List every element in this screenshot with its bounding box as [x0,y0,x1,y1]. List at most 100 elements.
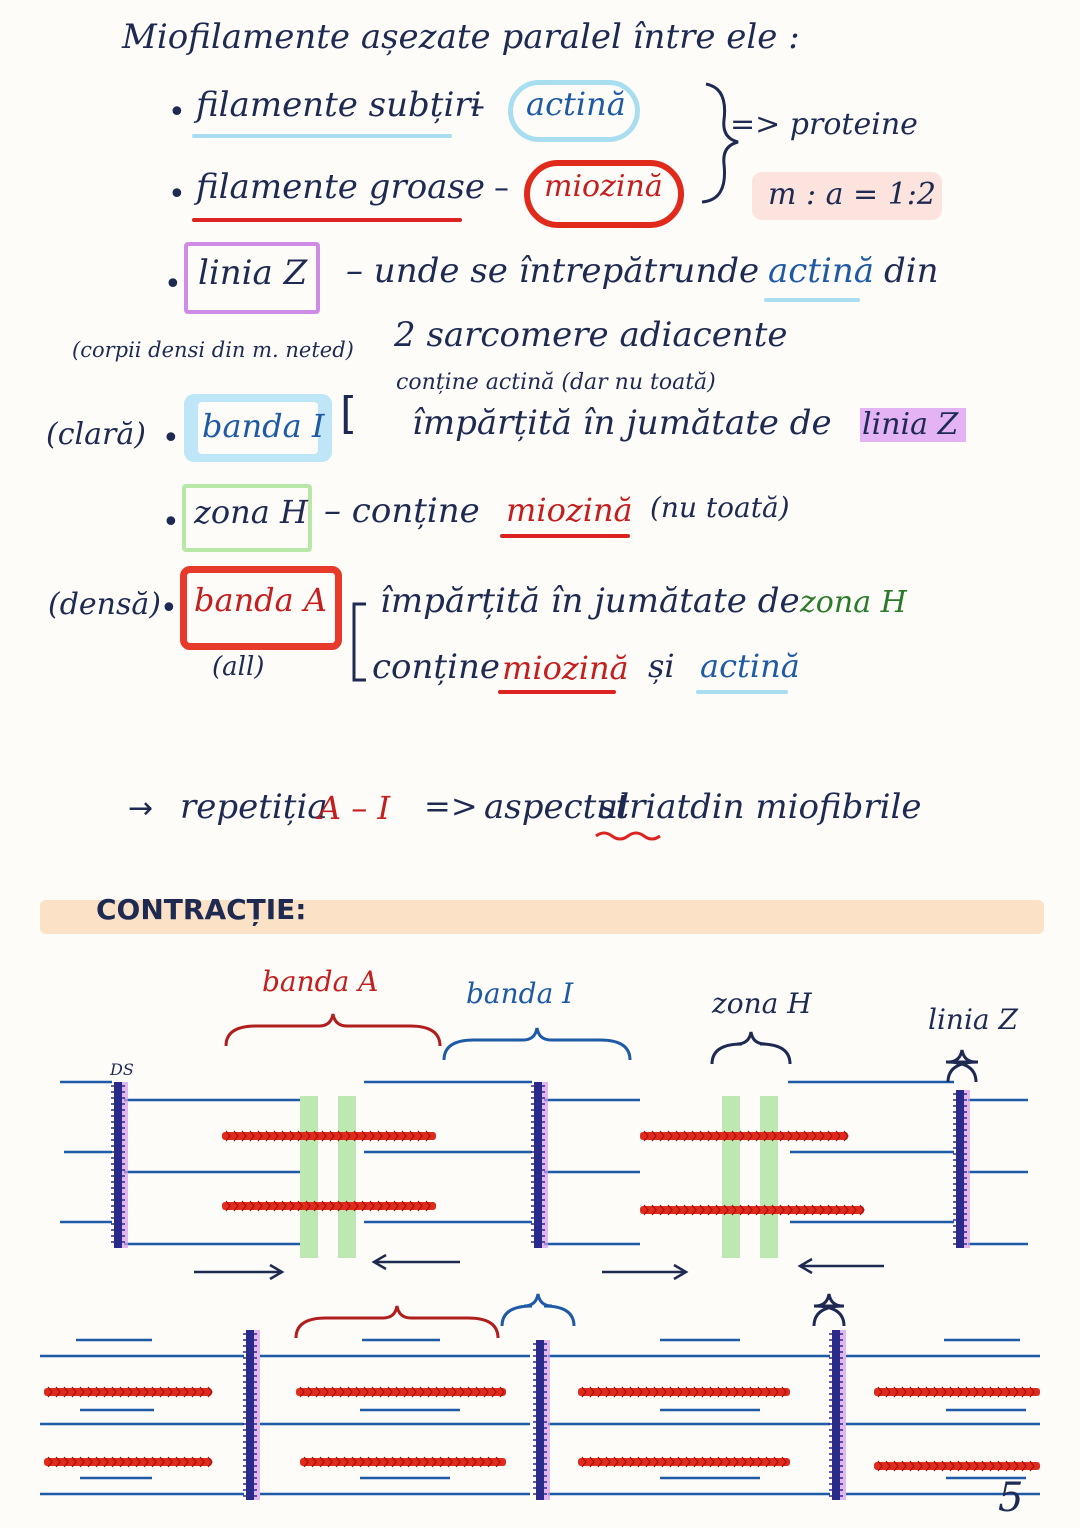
myosin-head [629,1456,635,1468]
myosin-head [375,1456,381,1468]
myosin-head [387,1386,393,1398]
myosin-head [175,1386,181,1398]
myosin-head [893,1460,899,1472]
myosin-head [651,1130,657,1142]
myosin-head [467,1386,473,1398]
band-a-si: și [648,647,675,685]
myosin-head [885,1460,891,1472]
myosin-head [191,1386,197,1398]
myosin-head [739,1204,745,1216]
myosin-head [731,1130,737,1142]
myosin-head [79,1456,85,1468]
myosin-head [307,1386,313,1398]
myosin-head [371,1386,377,1398]
myosin-head [877,1386,883,1398]
myosin-head [225,1130,231,1142]
myosin-head [717,1386,723,1398]
myosin-head [383,1456,389,1468]
myosin-head [409,1200,415,1212]
myosin-head [379,1386,385,1398]
myosin-head [319,1456,325,1468]
myosin-head [303,1456,309,1468]
band-a-box [180,566,342,650]
myosin-head [997,1460,1003,1472]
myosin-head [167,1456,173,1468]
myosin-head [233,1130,239,1142]
myosin-head [637,1386,643,1398]
myosin-head [741,1456,747,1468]
myosin-head [331,1386,337,1398]
myosin-head [495,1456,501,1468]
myosin-head [265,1200,271,1212]
myosin-head [47,1386,53,1398]
z-line-glow [838,1330,846,1500]
myosin-filament [222,1202,436,1210]
myosin-head [417,1200,423,1212]
myosin-head [989,1386,995,1398]
myosin-head [779,1204,785,1216]
myosin-head [581,1386,587,1398]
myosin-head [451,1386,457,1398]
myosin-head [755,1130,761,1142]
myosin-head [305,1200,311,1212]
myosin-head [589,1456,595,1468]
myosin-head [901,1460,907,1472]
myosin-head [843,1130,849,1142]
bullet: • [168,95,186,130]
myosin-head [329,1200,335,1212]
band-i-bracket: [ [340,388,358,439]
myosin-head [127,1386,133,1398]
actin-value: actină [526,85,626,123]
repeat-implies: => [424,787,478,825]
band-i-above: conține actină (dar nu toată) [396,370,716,395]
actin-highlight [508,80,640,142]
direction-arrow-head [371,1253,387,1271]
myosin-head [965,1460,971,1472]
myosin-head [811,1130,817,1142]
myosin-head [677,1456,683,1468]
line-z-text: – unde se întrepătrunde [346,251,760,291]
myosin-head [973,1460,979,1472]
myosin-head [771,1130,777,1142]
myosin-head [299,1386,305,1398]
myosin-head [645,1456,651,1468]
myosin-head [431,1456,437,1468]
myosin-head [819,1204,825,1216]
myosin-head [443,1386,449,1398]
myosin-head [55,1386,61,1398]
myosin-head [691,1204,697,1216]
repeat-ai: A – I [318,789,391,827]
myosin-head [343,1456,349,1468]
myosin-filament [296,1388,506,1396]
band-i-ref: linia Z [862,407,959,442]
myosin-head [257,1130,263,1142]
myosin-head [709,1456,715,1468]
myosin-head [415,1456,421,1468]
myosin-head [651,1204,657,1216]
band-a-actin: actină [700,647,800,685]
myosin-head [423,1456,429,1468]
myosin-head [63,1456,69,1468]
thin-filaments-label: filamente subțiri [196,85,482,125]
myosin-head [675,1130,681,1142]
z-line-glow [540,1082,548,1248]
myosin-head [949,1460,955,1472]
z-line-glow [542,1340,550,1500]
myosin-head [459,1386,465,1398]
section-bar [40,900,1044,934]
myosin-head [605,1456,611,1468]
myosin-head [95,1386,101,1398]
myosin-head [417,1130,423,1142]
myosin-head [957,1386,963,1398]
myosin-head [159,1456,165,1468]
myosin-head [997,1386,1003,1398]
myosin-head [621,1456,627,1468]
myosin-head [739,1130,745,1142]
z-line-glow [120,1082,128,1248]
myosin-head [399,1456,405,1468]
myosin-head [717,1456,723,1468]
myosin-head [795,1204,801,1216]
myosin-head [427,1386,433,1398]
